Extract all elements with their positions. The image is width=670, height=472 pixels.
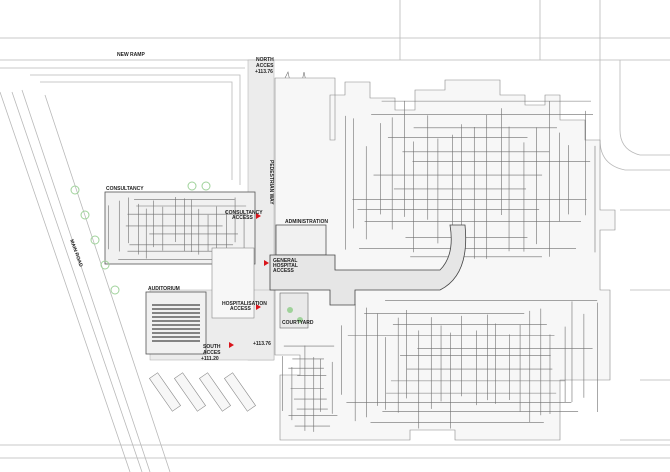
consultancy-label: CONSULTANCY — [106, 186, 144, 192]
hospitalisation-access-arrow-icon — [256, 304, 261, 310]
trees — [70, 181, 211, 295]
bus-bays — [149, 372, 256, 412]
north-access-label: ACCES — [256, 63, 274, 69]
tree-icon — [297, 317, 303, 323]
general-hospital-access-label: GENERAL — [273, 258, 297, 264]
north-access-label: NORTH — [256, 57, 274, 63]
auditorium-building — [145, 291, 207, 355]
north-access-level: +113.76 — [255, 69, 273, 75]
general-hospital-access-arrow-icon — [264, 260, 269, 266]
hospitalisation-access-label: HOSPITALISATION — [222, 301, 267, 307]
administration-label: ADMINISTRATION — [285, 219, 328, 225]
consultancy-access-arrow-icon — [256, 213, 261, 219]
south-access-label: ACCES — [203, 350, 221, 356]
auditorium-label: AUDITORIUM — [148, 286, 180, 292]
general-hospital-access-label: HOSPITAL — [273, 263, 298, 269]
south-access-arrow-icon — [229, 342, 234, 348]
pedestrian-way-label: PEDESTRIAN WAY — [268, 160, 274, 205]
consultancy-access-label: ACCESS — [232, 215, 254, 221]
hospitalisation-wing — [211, 247, 255, 319]
general-hospital-access-label: ACCESS — [273, 268, 295, 274]
main-corridor — [269, 224, 467, 306]
administration-block — [275, 224, 327, 256]
tree-icon — [287, 307, 293, 313]
hospital-interior-walls — [282, 100, 598, 432]
level-label: +113.76 — [253, 341, 271, 347]
south-access-label: SOUTH — [203, 344, 221, 350]
courtyard — [279, 292, 309, 329]
hospitalisation-access-label: ACCESS — [230, 306, 252, 312]
south-access-level: +111.20 — [201, 356, 219, 362]
auditorium-seating — [152, 304, 200, 342]
new-ramp-label: NEW RAMP — [117, 52, 145, 58]
courtyard-label: COURTYARD — [282, 320, 314, 326]
consultancy-access-label: CONSULTANCY — [225, 210, 263, 216]
consultancy-rooms — [108, 196, 249, 260]
